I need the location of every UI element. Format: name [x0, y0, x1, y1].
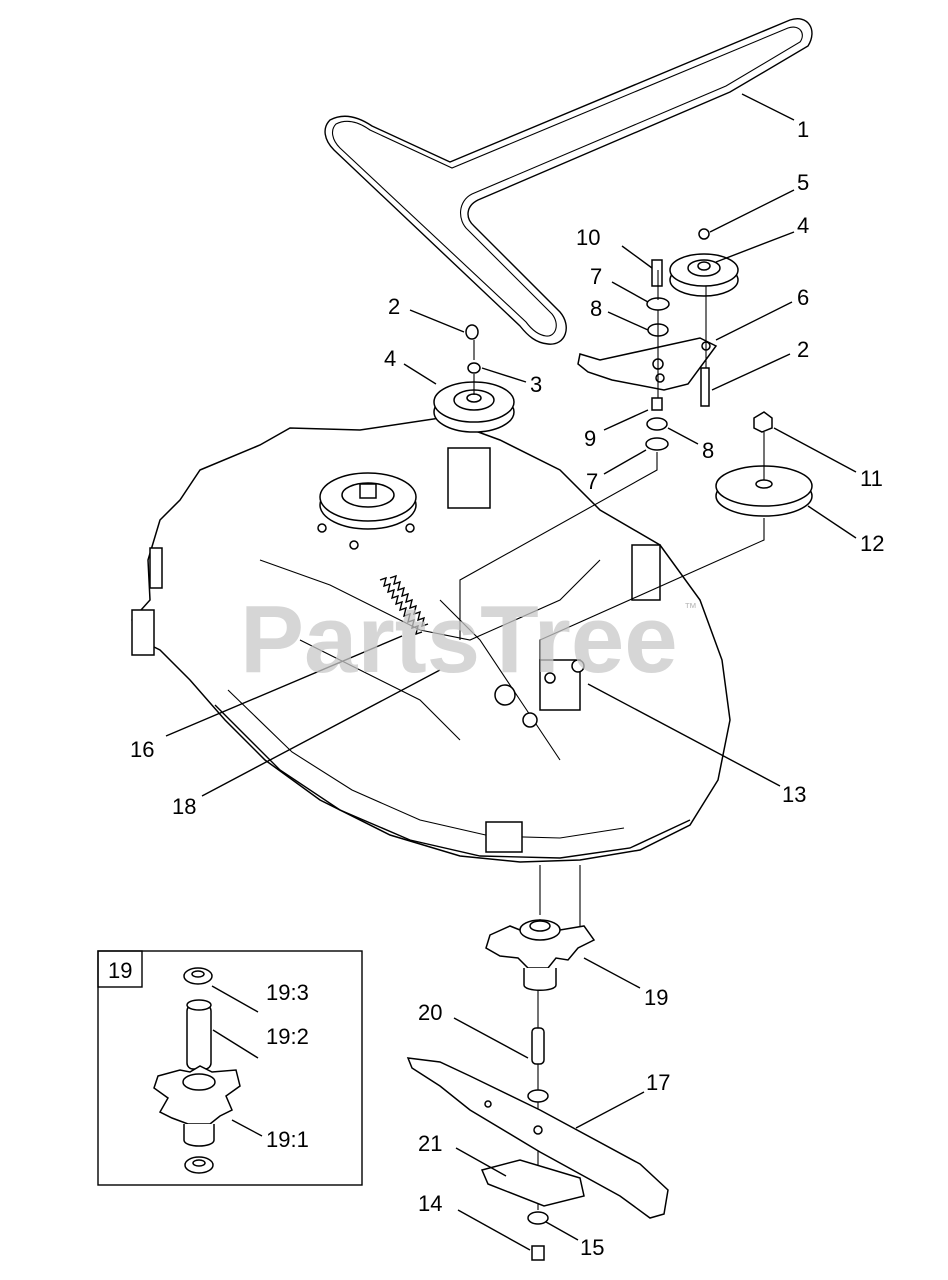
bolt-10 — [651, 259, 663, 287]
idler-pulley-left — [433, 381, 515, 433]
deck-side-bracket — [131, 609, 155, 656]
callout-8-lower: 8 — [702, 438, 714, 463]
inset-label-19: 19 — [108, 958, 132, 983]
idler-arm-6 — [577, 337, 718, 391]
callout-5: 5 — [797, 170, 809, 195]
washer-3 — [467, 362, 481, 374]
mower-blade-17 — [406, 1057, 669, 1219]
deck-idler-mount — [447, 447, 491, 509]
deck-bolt-hole — [522, 712, 538, 728]
callout-19-2: 19:2 — [266, 1024, 309, 1049]
deck-rear-bracket — [631, 544, 661, 601]
spindle-assembly — [485, 919, 596, 991]
callout-2-left: 2 — [388, 294, 400, 319]
washer-upper — [527, 1089, 549, 1103]
washer-15 — [527, 1211, 549, 1225]
callout-14: 14 — [418, 1191, 442, 1216]
deck-stud — [149, 547, 163, 589]
watermark-text: PartsTree — [240, 586, 678, 693]
callout-labels: 1 5 4 6 2 10 7 8 2 4 3 9 8 7 11 12 13 16… — [108, 117, 884, 1260]
callout-6: 6 — [797, 285, 809, 310]
callout-11: 11 — [860, 466, 883, 491]
drive-belt — [324, 18, 813, 345]
callout-12: 12 — [860, 531, 884, 556]
inset-spindle-housing — [153, 1065, 241, 1125]
spacer-2-right — [700, 367, 710, 407]
deck-bolt-hole — [571, 659, 585, 673]
callout-10: 10 — [576, 225, 600, 250]
callout-1: 1 — [797, 117, 809, 142]
callout-4-left: 4 — [384, 346, 396, 371]
callout-7-upper: 7 — [590, 264, 602, 289]
callout-8-upper: 8 — [590, 296, 602, 321]
callout-19-1: 19:1 — [266, 1127, 309, 1152]
deck-bolt-hole — [544, 672, 556, 684]
callout-3: 3 — [530, 372, 542, 397]
callout-18: 18 — [172, 794, 196, 819]
deck-pulley-12 — [715, 465, 813, 517]
callout-7-lower: 7 — [586, 469, 598, 494]
callout-15: 15 — [580, 1235, 604, 1260]
callout-21: 21 — [418, 1131, 442, 1156]
deck-bolt-hole — [494, 684, 516, 706]
callout-9: 9 — [584, 426, 596, 451]
leader-lines — [165, 93, 857, 1251]
trademark-symbol: ™ — [684, 600, 697, 615]
bolt-5 — [698, 228, 710, 240]
callout-4-right: 4 — [797, 213, 809, 238]
spindle-shaft-20 — [531, 1027, 545, 1065]
callout-20: 20 — [418, 1000, 442, 1025]
washer-7-lower — [645, 437, 669, 451]
bushing-8-lower — [646, 417, 668, 431]
tension-spring — [379, 574, 429, 636]
callout-19: 19 — [644, 985, 668, 1010]
inset-spacer-tube — [186, 1004, 212, 1070]
deck-front-lug — [485, 821, 523, 853]
callout-16: 16 — [130, 737, 154, 762]
blade-plate-21 — [480, 1159, 585, 1207]
callout-2-right: 2 — [797, 337, 809, 362]
spindle-detail-inset — [97, 950, 363, 1186]
mower-deck-housing — [131, 417, 731, 863]
callout-17: 17 — [646, 1070, 670, 1095]
callout-19-3: 19:3 — [266, 980, 309, 1005]
nut-9 — [651, 397, 663, 411]
alignment-lines — [459, 270, 765, 1210]
callout-13: 13 — [782, 782, 806, 807]
idler-pulley-right — [669, 253, 739, 297]
spacer-2-left — [465, 324, 479, 340]
deck-spindle-pulley — [317, 472, 417, 550]
bolt-11 — [753, 411, 773, 433]
bolt-14 — [531, 1245, 545, 1261]
